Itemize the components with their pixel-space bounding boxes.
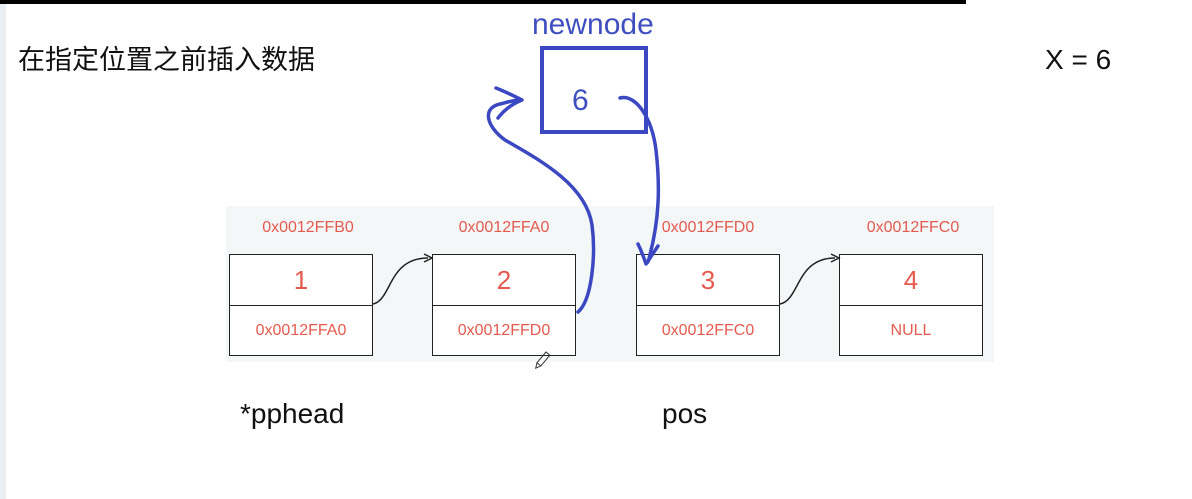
arrowhead-node4 xyxy=(830,253,841,263)
top-border xyxy=(0,0,966,4)
node-2: 2 0x0012FFD0 xyxy=(432,254,576,356)
node-1-next: 0x0012FFA0 xyxy=(255,322,347,339)
node-2-next: 0x0012FFD0 xyxy=(457,322,551,339)
newnode-value: 6 xyxy=(572,84,589,117)
node-3-address: 0x0012FFD0 xyxy=(661,219,755,236)
hand-arrowhead-newnode xyxy=(494,86,524,120)
pos-label: pos xyxy=(662,398,708,429)
node-4-next: NULL xyxy=(890,322,932,339)
hand-arrow-newnode-to-node3 xyxy=(618,95,661,264)
slide-title: 在指定位置之前插入数据 xyxy=(18,45,315,76)
node-4: 4 NULL xyxy=(839,254,983,356)
node-3: 3 0x0012FFC0 xyxy=(636,254,780,356)
arrowhead-node2 xyxy=(423,253,434,263)
node-3-next: 0x0012FFC0 xyxy=(661,322,755,339)
hand-arrowhead-node3 xyxy=(636,242,660,266)
pphead-label: *pphead xyxy=(240,398,345,429)
node-1-data: 1 xyxy=(230,255,372,306)
node-2-address: 0x0012FFA0 xyxy=(458,219,550,236)
node-4-address: 0x0012FFC0 xyxy=(866,219,960,236)
arrow-node3-to-node4 xyxy=(779,257,836,305)
node-4-data: 4 xyxy=(840,255,982,306)
node-3-data: 3 xyxy=(637,255,779,306)
node-2-data: 2 xyxy=(433,255,575,306)
hand-arrow-node2-to-newnode xyxy=(486,98,596,314)
pencil-cursor-icon xyxy=(534,351,551,370)
newnode-box xyxy=(540,46,648,134)
node-1: 1 0x0012FFA0 xyxy=(229,254,373,356)
newnode-label: newnode xyxy=(532,8,654,41)
node-1-address: 0x0012FFB0 xyxy=(262,219,354,236)
arrow-node1-to-node2 xyxy=(372,257,429,305)
left-strip xyxy=(0,4,6,499)
x-value-label: X = 6 xyxy=(1045,44,1112,75)
